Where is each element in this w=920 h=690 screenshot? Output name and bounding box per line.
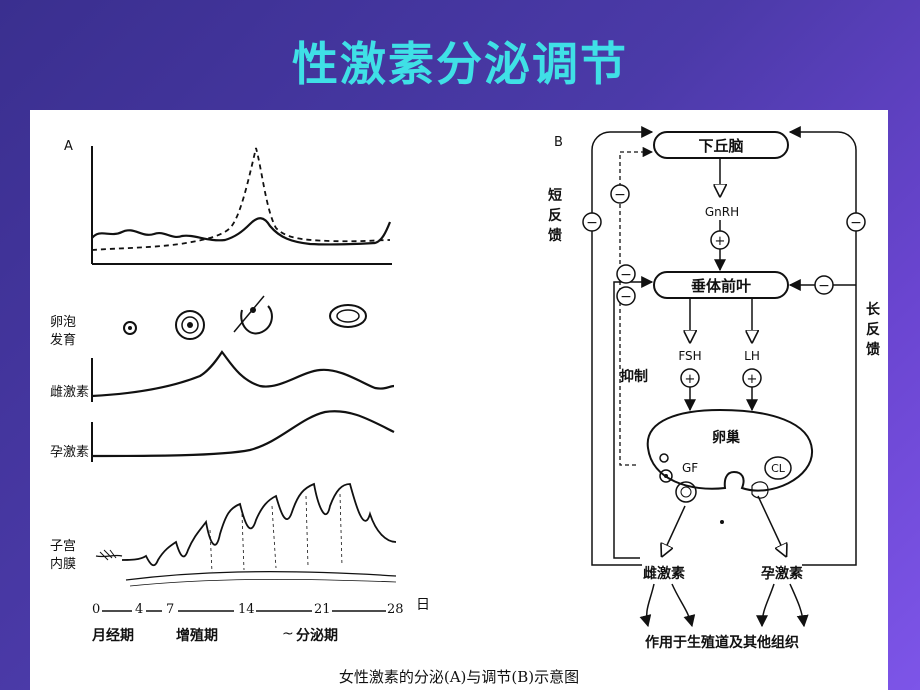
- estrogen-target-arrow-2: [671, 583, 696, 628]
- svg-text:−: −: [850, 215, 862, 231]
- fsh-label: FSH: [678, 349, 701, 363]
- endometrium-surface: [121, 482, 397, 567]
- svg-text:~: ~: [282, 626, 294, 642]
- corpus-luteum: [329, 304, 367, 328]
- figure-panel: A 卵泡 发育 雌激素 孕激素: [30, 110, 888, 690]
- svg-text:−: −: [586, 215, 598, 231]
- long-feedback-minus: [846, 212, 866, 232]
- estrogen-row-label: 雌激素: [50, 384, 89, 400]
- short-feedback-minus-2: [610, 184, 630, 204]
- diagram-canvas: A 卵泡 发育 雌激素 孕激素: [50, 126, 881, 686]
- svg-text:−: −: [614, 187, 626, 203]
- pituitary-minus-1: [616, 264, 636, 284]
- graafian-follicle: [675, 481, 697, 503]
- phase-secretory: 分泌期: [296, 627, 338, 644]
- pituitary-box: [653, 271, 789, 299]
- pituitary-left-feedback: [613, 276, 654, 559]
- progesterone-target-arrow-2: [789, 583, 809, 628]
- svg-text:+: +: [685, 372, 696, 387]
- short-feedback-label-2: 反: [548, 207, 562, 224]
- cl-label: CL: [771, 462, 786, 475]
- panel-b: B 下丘脑 GnRH + 垂体前叶 FSH LH + + 抑制 卵巢 GF: [548, 126, 881, 651]
- short-feedback-minus: [582, 212, 602, 232]
- tick-4: 4: [135, 602, 143, 617]
- lh-label: LH: [744, 349, 760, 363]
- figure-caption: 女性激素的分泌(A)与调节(B)示意图: [339, 668, 579, 686]
- svg-text:+: +: [715, 234, 726, 249]
- endometrium-drawing: [95, 482, 397, 587]
- pituitary-label: 垂体前叶: [691, 277, 751, 295]
- endometrium-label-1: 子宫: [50, 539, 76, 554]
- gonadotropin-graph: [91, 146, 392, 265]
- corpus-luteum-mark: [764, 456, 792, 480]
- short-feedback-label-1: 短: [548, 187, 562, 204]
- follicle-stages: [123, 295, 367, 340]
- target-tissue-label: 作用于生殖道及其他组织: [645, 634, 799, 651]
- phase-proliferative: 增殖期: [176, 627, 218, 644]
- panel-b-label: B: [554, 135, 563, 150]
- estrogen-curve: [91, 350, 395, 398]
- hypothalamus-label: 下丘脑: [698, 137, 743, 155]
- tick-0: 0: [92, 602, 100, 617]
- tick-21: 21: [314, 602, 331, 617]
- long-feedback-loop: [788, 126, 857, 566]
- tick-7: 7: [166, 602, 174, 617]
- gf-label: GF: [682, 461, 698, 475]
- long-feedback-label-1: 长: [866, 301, 881, 318]
- fsh-curve: [91, 147, 391, 251]
- inhibit-label: 抑制: [620, 368, 648, 385]
- gnrh-label: GnRH: [705, 205, 739, 219]
- progesterone-graph: [91, 410, 395, 462]
- long-feedback-label-3: 馈: [866, 341, 880, 358]
- svg-text:+: +: [747, 372, 758, 387]
- hypothalamus-box: [653, 131, 789, 159]
- progesterone-row-label: 孕激素: [50, 445, 89, 460]
- svg-text:−: −: [620, 289, 632, 305]
- slide-title: 性激素分泌调节: [292, 37, 628, 91]
- follicle-growing: [175, 310, 205, 340]
- progesterone-curve: [91, 410, 395, 458]
- long-feedback-pituitary-minus: [814, 275, 834, 295]
- svg-text:−: −: [818, 278, 830, 294]
- short-feedback-label-3: 馈: [548, 227, 562, 244]
- long-feedback-label-2: 反: [866, 321, 880, 338]
- ovary-label: 卵巢: [712, 429, 741, 446]
- phase-menstrual: 月经期: [91, 627, 134, 644]
- axis-unit-day: 日: [416, 597, 430, 613]
- progesterone-node-label: 孕激素: [761, 565, 803, 582]
- lh-curve: [91, 217, 392, 246]
- panel-a-label: A: [64, 139, 73, 154]
- left-feedback-loop: [591, 126, 654, 566]
- follicle-label-2: 发育: [50, 332, 76, 348]
- estrogen-graph: [91, 350, 395, 402]
- follicle-label-1: 卵泡: [50, 315, 76, 330]
- endometrium-label-2: 内膜: [50, 556, 76, 572]
- panel-a: A 卵泡 发育 雌激素 孕激素: [50, 139, 430, 644]
- tick-28: 28: [387, 602, 404, 617]
- progesterone-target-arrow-1: [756, 583, 775, 628]
- ovary-shape: [646, 408, 814, 492]
- estrogen-output-arrow: [662, 505, 686, 556]
- follicle-ovulation: [240, 305, 273, 335]
- short-feedback-path: [619, 146, 654, 466]
- tick-14: 14: [238, 602, 255, 617]
- estrogen-target-arrow-1: [639, 583, 655, 628]
- svg-text:−: −: [620, 267, 632, 283]
- cycle-day-axis: 0 4 7 14 21 28 日: [92, 597, 430, 617]
- pituitary-minus-2: [616, 286, 636, 306]
- estrogen-node-label: 雌激素: [643, 565, 685, 582]
- follicle-primordial: [123, 321, 137, 335]
- progesterone-output-arrow: [757, 495, 786, 556]
